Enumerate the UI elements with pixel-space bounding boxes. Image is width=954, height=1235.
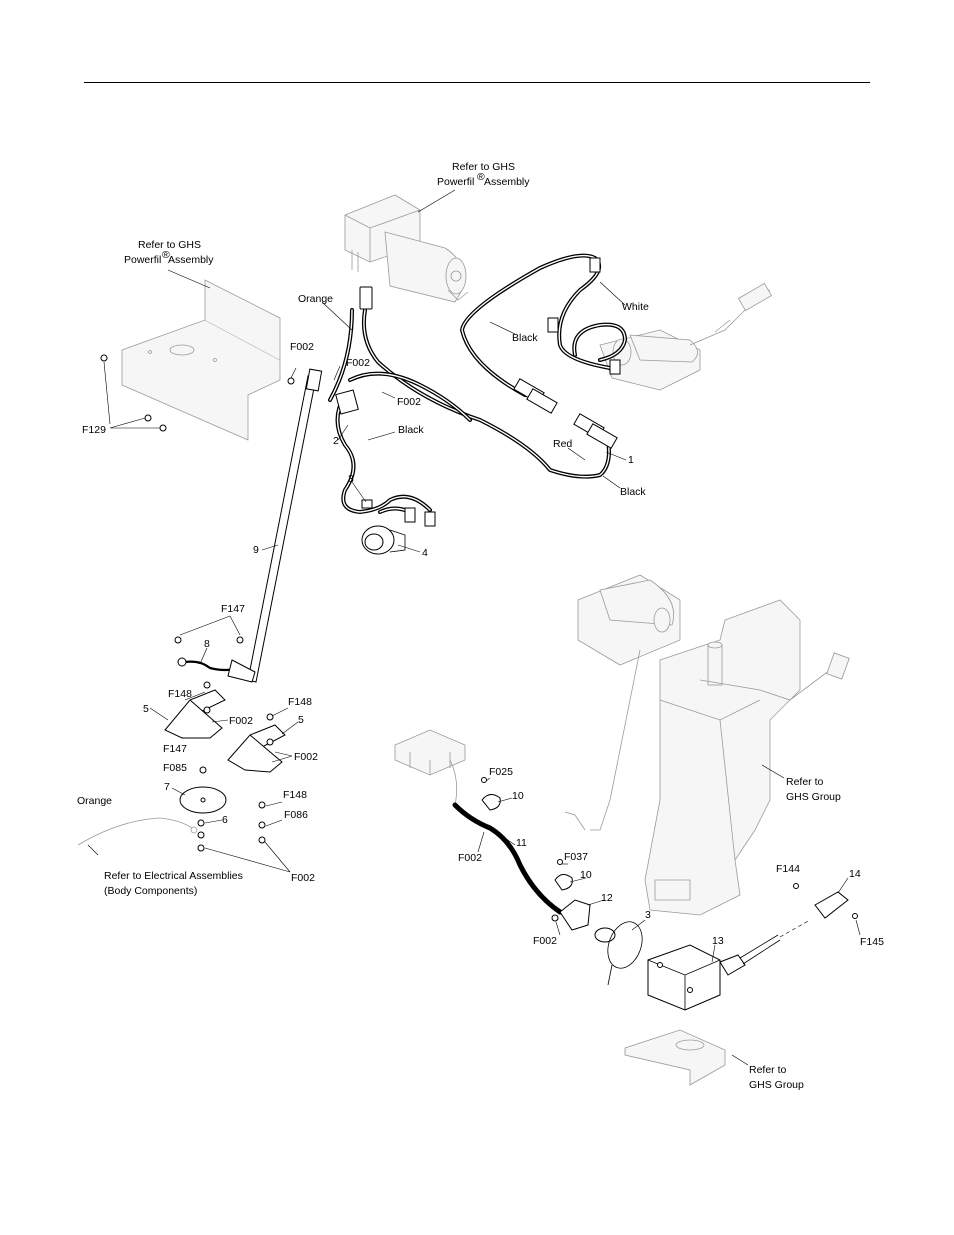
label-refer-powerfil-left-3: Assembly bbox=[168, 254, 214, 266]
label-refer-ghs-group-2b: GHS Group bbox=[749, 1079, 804, 1091]
label-n10-a: 10 bbox=[512, 790, 524, 802]
label-orange-bottom: Orange bbox=[77, 795, 112, 807]
label-f002-h: F002 bbox=[533, 935, 557, 947]
label-f002-e: F002 bbox=[294, 751, 318, 763]
ring-3-bottom bbox=[607, 921, 643, 986]
label-n14: 14 bbox=[849, 868, 861, 880]
label-refer-electrical-1: Refer to Electrical Assemblies bbox=[104, 870, 243, 882]
label-refer-ghs-group-1b: GHS Group bbox=[786, 791, 841, 803]
label-white: White bbox=[622, 301, 649, 313]
label-black-c: Black bbox=[620, 486, 646, 498]
label-n11: 11 bbox=[516, 837, 527, 849]
orange-ground-wire bbox=[77, 817, 198, 846]
label-black-a: Black bbox=[512, 332, 538, 344]
label-registered-top: ® bbox=[477, 171, 485, 183]
label-f002-c: F002 bbox=[397, 396, 421, 408]
switch-4 bbox=[361, 525, 406, 555]
rod-9 bbox=[247, 368, 323, 683]
label-f145: F145 bbox=[860, 936, 884, 948]
wire-harness-1 bbox=[328, 253, 627, 479]
label-n9: 9 bbox=[253, 544, 259, 556]
actuator-13 bbox=[647, 919, 811, 1011]
label-f148-c: F148 bbox=[283, 789, 307, 801]
label-f144: F144 bbox=[776, 863, 800, 875]
ghs-bracket-bottom bbox=[624, 1029, 726, 1086]
label-refer-powerfil-top-3: Assembly bbox=[484, 176, 530, 188]
leader-lines bbox=[87, 189, 861, 1066]
powerfil-motor-top bbox=[344, 194, 469, 303]
lever-14 bbox=[793, 883, 858, 919]
powerfil-motor-right bbox=[599, 282, 773, 391]
bracket-5-left bbox=[164, 681, 226, 739]
label-f086: F086 bbox=[284, 809, 308, 821]
header-rule bbox=[84, 82, 870, 83]
label-f147-b: F147 bbox=[163, 743, 187, 755]
label-refer-powerfil-top-2: Powerfil bbox=[437, 176, 474, 188]
label-refer-ghs-group-2a: Refer to bbox=[749, 1064, 787, 1076]
label-f037: F037 bbox=[564, 851, 588, 863]
disc-7 bbox=[179, 766, 266, 852]
label-n2: 2 bbox=[333, 435, 339, 447]
label-n3: 3 bbox=[348, 473, 354, 485]
screws-f129 bbox=[100, 354, 295, 432]
label-f147-a: F147 bbox=[221, 603, 245, 615]
label-n10-b: 10 bbox=[580, 869, 592, 881]
label-f148-b: F148 bbox=[288, 696, 312, 708]
label-f085: F085 bbox=[163, 762, 187, 774]
label-f002-g: F002 bbox=[458, 852, 482, 864]
label-n3-b: 3 bbox=[645, 909, 651, 921]
label-n8: 8 bbox=[204, 638, 210, 650]
ghs-housing bbox=[564, 574, 850, 916]
wire-harness-2 bbox=[335, 389, 436, 527]
label-refer-powerfil-left-1: Refer to GHS bbox=[138, 239, 201, 251]
label-f148-a: F148 bbox=[168, 688, 192, 700]
label-n6: 6 bbox=[222, 814, 228, 826]
text-labels: Refer to GHS Powerfil ® Assembly Refer t… bbox=[77, 161, 884, 1091]
clips-10 bbox=[481, 777, 573, 891]
label-n7: 7 bbox=[164, 781, 170, 793]
label-f002-a: F002 bbox=[290, 341, 314, 353]
label-f002-f: F002 bbox=[291, 872, 315, 884]
label-f025: F025 bbox=[489, 766, 513, 778]
label-red: Red bbox=[553, 438, 572, 450]
label-registered-left: ® bbox=[162, 249, 170, 261]
label-refer-powerfil-top-1: Refer to GHS bbox=[452, 161, 515, 173]
fitting-12 bbox=[551, 899, 616, 943]
label-f129: F129 bbox=[82, 424, 106, 436]
label-n5-b: 5 bbox=[298, 714, 304, 726]
label-n12: 12 bbox=[601, 892, 613, 904]
connector-block bbox=[394, 729, 466, 806]
label-refer-ghs-group-1a: Refer to bbox=[786, 776, 824, 788]
label-n5-a: 5 bbox=[143, 703, 149, 715]
label-refer-electrical-2: (Body Components) bbox=[104, 885, 197, 897]
label-f002-d: F002 bbox=[229, 715, 253, 727]
cable-11 bbox=[452, 802, 563, 915]
label-refer-powerfil-left-2: Powerfil bbox=[124, 254, 161, 266]
label-n1: 1 bbox=[628, 454, 634, 466]
label-black-b: Black bbox=[398, 424, 424, 436]
powerfil-plate-left bbox=[121, 279, 281, 441]
ground-strap-8 bbox=[174, 636, 256, 683]
label-f002-b: F002 bbox=[346, 357, 370, 369]
label-n13: 13 bbox=[712, 935, 724, 947]
label-n4: 4 bbox=[422, 547, 428, 559]
label-orange-top: Orange bbox=[298, 293, 333, 305]
bracket-5-right bbox=[227, 713, 286, 773]
